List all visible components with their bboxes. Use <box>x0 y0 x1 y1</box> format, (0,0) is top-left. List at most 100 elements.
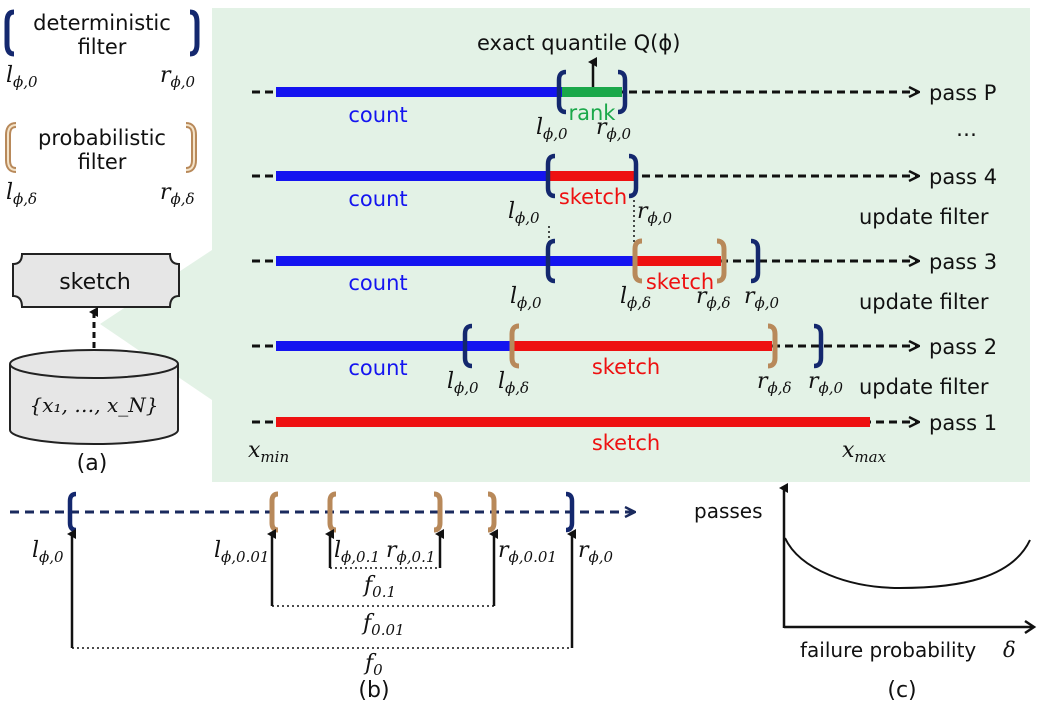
pass-4-count-bar <box>276 171 550 181</box>
pass-4-r-label: rϕ,0 <box>637 199 673 227</box>
sketch-box-label: sketch <box>59 270 131 295</box>
panel-a: sketch {x₁, …, x_N} (a) <box>9 253 180 476</box>
pass-2-det-right <box>813 323 824 369</box>
sketch-box <box>12 253 180 308</box>
pass-2-label: pass 2 <box>929 335 997 359</box>
legend-det-line1: deterministic <box>33 11 171 35</box>
pass-p-row: count rank lϕ,0 rϕ,0 pass P … <box>252 69 996 143</box>
database-label: {x₁, …, x_N} <box>30 393 159 417</box>
pass-3-det-right <box>750 238 761 284</box>
b-l001-label: lϕ,0.01 <box>214 538 269 566</box>
c-delta-symbol: δ <box>1003 638 1016 662</box>
pass-3-det-left <box>545 238 556 284</box>
pass-2-rd-label: rϕ,δ <box>757 369 792 397</box>
b-r01-label: rϕ,0.1 <box>386 538 435 566</box>
pass-3-r0-label: rϕ,0 <box>744 284 780 312</box>
b-l01-label: lϕ,0.1 <box>334 538 380 566</box>
pass-2-sketch-bar <box>514 341 772 351</box>
pass-3-prob-right <box>716 238 727 284</box>
pass-4-label: pass 4 <box>929 165 997 189</box>
b-f01-label: f0.1 <box>362 573 396 601</box>
pass-3-row: count sketch lϕ,0 lϕ,δ rϕ,δ rϕ,0 pass 3 … <box>252 238 997 314</box>
x-max-label: xmax <box>842 438 887 466</box>
deterministic-bracket-left <box>4 9 15 57</box>
main-panel-background <box>212 8 1030 482</box>
c-curve <box>784 537 1031 590</box>
pass-p-l-label: lϕ,0 <box>536 115 568 143</box>
caption-c: (c) <box>887 678 916 703</box>
legend-det-line2: filter <box>78 35 127 59</box>
legend-prob-line2: filter <box>78 150 127 174</box>
b-l001-bracket <box>269 491 279 533</box>
legend-prob-line1: probabilistic <box>38 126 166 150</box>
pass-2-count-bar <box>276 341 514 351</box>
pass-3-prob-left <box>632 238 643 284</box>
b-f0-label: f0 <box>363 651 383 679</box>
update-filter-label-2: update filter <box>859 290 989 314</box>
pass-4-row: count sketch lϕ,0 rϕ,0 pass 4 update fil… <box>252 153 997 229</box>
pass-3-count-bar <box>276 256 637 266</box>
legend-l-phi-delta: lϕ,δ <box>6 180 37 208</box>
c-ylabel: passes <box>694 499 763 523</box>
main-panel: exact quantile Q(ϕ) count rank lϕ,0 rϕ,0… <box>248 31 997 466</box>
pass-2-r0-label: rϕ,0 <box>808 369 844 397</box>
pass-1-label: pass 1 <box>929 411 997 435</box>
database-top <box>9 349 179 379</box>
pass-1-row: sketch xmin xmax pass 1 <box>248 411 997 466</box>
pass-1-sketch-bar <box>276 417 870 427</box>
b-r001-label: rϕ,0.01 <box>498 538 557 566</box>
pass-p-count-bar <box>276 87 562 97</box>
pass-2-count-label: count <box>348 356 407 380</box>
legend-r-phi-delta: rϕ,δ <box>160 180 195 208</box>
probabilistic-bracket-right-inner <box>185 124 195 171</box>
b-f001-label: f0.01 <box>361 611 405 639</box>
update-filter-label-3: update filter <box>859 375 989 399</box>
pass-3-sketch-label: sketch <box>646 270 714 294</box>
pass-p-det-left <box>556 69 567 115</box>
b-l0-label: lϕ,0 <box>32 538 64 566</box>
x-min-label: xmin <box>248 438 289 466</box>
panel-c: passes failure probability δ (c) <box>694 483 1037 703</box>
caption-a: (a) <box>77 451 108 476</box>
legend-l-phi-0: lϕ,0 <box>6 63 38 91</box>
pass-2-prob-left <box>509 323 520 369</box>
pass-4-l-label: lϕ,0 <box>508 199 540 227</box>
pass-p-count-label: count <box>348 103 407 127</box>
database-cylinder <box>9 364 179 445</box>
pass-3-label: pass 3 <box>929 250 997 274</box>
pass-2-sketch-label: sketch <box>592 355 660 379</box>
pass-4-det-left <box>545 153 556 199</box>
panel-b: lϕ,0 lϕ,0.01 lϕ,0.1 rϕ,0.1 rϕ,0.01 rϕ,0 … <box>10 491 634 703</box>
pass-p-label: pass P <box>929 81 996 105</box>
legend-r-phi-0: rϕ,0 <box>160 63 196 91</box>
pass-4-sketch-label: sketch <box>559 185 627 209</box>
pass-2-l0-label: lϕ,0 <box>447 369 479 397</box>
pass-4-sketch-bar <box>550 171 634 181</box>
probabilistic-bracket-left-inner <box>7 124 17 171</box>
pass-3-sketch-bar <box>637 256 721 266</box>
legend: deterministic filter lϕ,0 rϕ,0 probabili… <box>4 9 200 208</box>
pass-ellipsis: … <box>956 117 977 141</box>
c-xlabel: failure probability <box>800 638 976 662</box>
pass-p-det-right <box>617 69 628 115</box>
pass-4-count-label: count <box>348 187 407 211</box>
pass-3-l0-label: lϕ,0 <box>510 284 542 312</box>
pass-2-prob-right <box>767 323 778 369</box>
b-r0-label: rϕ,0 <box>578 538 614 566</box>
pass-1-sketch-label: sketch <box>592 431 660 455</box>
c-x-arrowhead <box>1024 619 1037 635</box>
pass-p-rank-bar <box>562 87 622 97</box>
pass-3-ld-label: lϕ,δ <box>620 284 651 312</box>
pass-3-count-label: count <box>348 271 407 295</box>
pass-3-rd-label: rϕ,δ <box>696 284 731 312</box>
deterministic-bracket-right <box>189 9 200 57</box>
zoom-wedge <box>100 250 212 400</box>
exact-quantile-label: exact quantile Q(ϕ) <box>477 31 680 55</box>
pass-p-rank-label: rank <box>569 101 617 125</box>
caption-b: (b) <box>358 678 389 703</box>
update-filter-label-1: update filter <box>859 205 989 229</box>
pass-2-det-left <box>462 323 473 369</box>
pass-4-det-right <box>628 153 639 199</box>
pass-2-row: count sketch lϕ,0 lϕ,δ rϕ,δ rϕ,0 pass 2 … <box>252 323 997 399</box>
